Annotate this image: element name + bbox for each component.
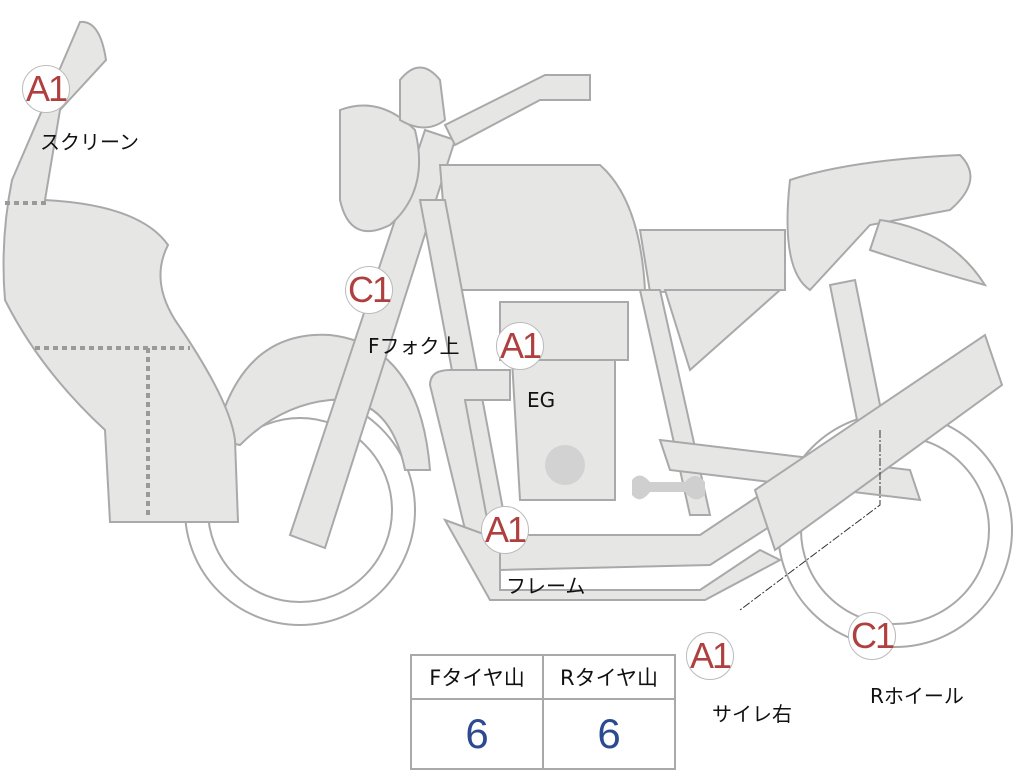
part-label: Rホイール (870, 684, 964, 708)
silencer (753, 333, 1004, 552)
headlight (339, 104, 421, 233)
part-label: フレーム (506, 574, 586, 598)
part-label: スクリーン (40, 130, 139, 154)
damage-code-badge: C1 (848, 612, 896, 660)
side-cover (663, 289, 783, 372)
engine-cover (545, 445, 585, 485)
damage-code-badge: A1 (22, 65, 70, 113)
part-label: EG (527, 388, 556, 412)
rear-tire-header: Rタイヤ山 (542, 654, 676, 700)
front-tire-value: 6 (410, 698, 544, 770)
handlebar (443, 74, 591, 147)
engine-block (510, 359, 616, 501)
front-tire-header: Fタイヤ山 (410, 654, 544, 700)
damage-code-badge: A1 (481, 506, 529, 554)
damage-code-badge: C1 (345, 266, 393, 314)
mirror (399, 66, 447, 129)
part-label: Fフォク上 (368, 334, 460, 358)
tail-light (868, 218, 988, 287)
damage-code-badge: A1 (496, 322, 544, 370)
tire-tread-table: Fタイヤ山 Rタイヤ山 6 6 (410, 654, 676, 770)
fairing-seam (5, 201, 190, 515)
damage-code-badge: A1 (686, 632, 734, 680)
fuel-tank (438, 164, 647, 291)
fairing (2, 20, 240, 523)
seat (638, 229, 786, 294)
frame-lower (442, 518, 783, 601)
leader-line (739, 430, 881, 611)
part-label: サイレ右 (712, 702, 792, 726)
front-fork (288, 128, 457, 550)
footpeg (632, 475, 705, 500)
rear-tire-value: 6 (542, 698, 676, 770)
